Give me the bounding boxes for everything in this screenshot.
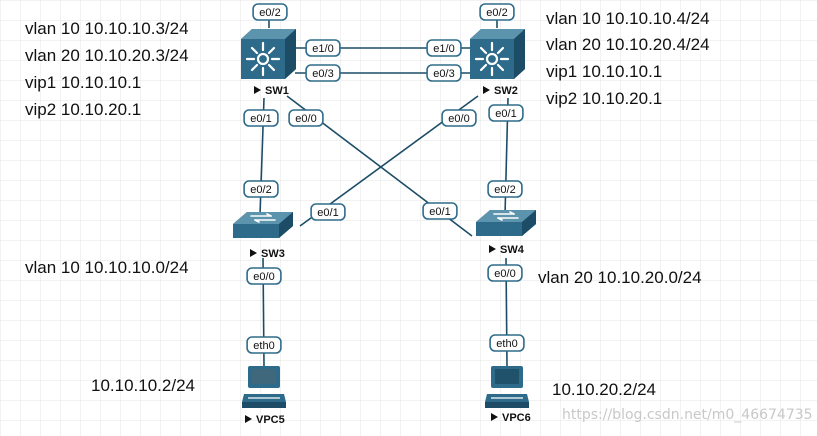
port-name: e0/1 (429, 206, 450, 218)
sw1-vlan10-note: vlan 10 10.10.10.3/24 (25, 19, 189, 38)
device-name: SW4 (500, 244, 525, 256)
port-name: e0/1 (250, 113, 271, 125)
port-name: e1/0 (312, 43, 333, 55)
sw1-vip2-note: vip2 10.10.20.1 (25, 100, 142, 119)
device-label-sw4: SW4 (489, 244, 525, 256)
port-name: e0/1 (495, 108, 516, 120)
device-label-vpc6: VPC6 (491, 412, 531, 424)
port-label-sw4-e00: e0/0 (487, 264, 523, 282)
port-label-sw1-e03: e0/3 (305, 64, 341, 82)
pc-icon[interactable] (485, 366, 529, 408)
switch-icon[interactable] (233, 212, 293, 238)
port-name: e0/0 (448, 113, 469, 125)
port-label-sw3-e01: e0/1 (310, 203, 346, 221)
port-name: eth0 (253, 340, 274, 352)
pc-icon[interactable] (242, 366, 286, 408)
sw2-vlan10-note: vlan 10 10.10.10.4/24 (546, 9, 710, 28)
port-name: e0/0 (295, 113, 316, 125)
port-label-sw1-top: e0/2 (252, 3, 288, 21)
device-label-sw2: SW2 (483, 85, 518, 97)
vpc6-ip-note: 10.10.20.2/24 (552, 380, 656, 399)
multilayer-switch-icon[interactable] (470, 29, 525, 79)
port-label-sw3-e02: e0/2 (243, 180, 279, 198)
port-labels: e0/2 e0/2 e1/0 e1/0 e0/3 e0/3 e0/1 e0/0 e0/0 e0/1… (243, 3, 525, 354)
port-name: e0/0 (253, 271, 274, 283)
device-name: VPC5 (256, 414, 285, 426)
sw1-vlan20-note: vlan 20 10.10.20.3/24 (25, 46, 189, 65)
port-label-sw2-e03: e0/3 (426, 64, 462, 82)
device-label-sw3: SW3 (250, 248, 285, 260)
port-name: e0/1 (317, 207, 338, 219)
port-label-sw2-top: e0/2 (479, 3, 515, 21)
port-label-sw3-e00: e0/0 (246, 267, 282, 285)
port-name: e0/0 (494, 268, 515, 280)
sw2-vlan20-note: vlan 20 10.10.20.4/24 (546, 35, 710, 54)
sw2-vip2-note: vip2 10.10.20.1 (546, 89, 663, 108)
sw2-vip1-note: vip1 10.10.10.1 (546, 62, 663, 81)
port-label-vpc5-eth0: eth0 (246, 336, 282, 354)
multilayer-switch-icon[interactable] (241, 29, 296, 79)
port-label-sw4-e01: e0/1 (422, 202, 458, 220)
sw4-vlan-note: vlan 20 10.10.20.0/24 (538, 268, 702, 287)
port-label-sw1-e00: e0/0 (288, 109, 324, 127)
device-label-vpc5: VPC5 (245, 414, 285, 426)
port-name: e0/3 (433, 68, 454, 80)
sw1-vip1-note: vip1 10.10.10.1 (25, 73, 142, 92)
port-label-sw2-e01: e0/1 (488, 104, 524, 122)
port-label-sw4-e02: e0/2 (487, 180, 523, 198)
port-label-sw2-e10: e1/0 (426, 39, 462, 57)
port-label-sw1-e01: e0/1 (243, 109, 279, 127)
port-name: e0/2 (259, 7, 280, 19)
port-label-vpc6-eth0: eth0 (489, 334, 525, 352)
port-name: e0/2 (486, 7, 507, 19)
switch-icon[interactable] (476, 210, 536, 236)
device-name: SW3 (261, 248, 285, 260)
port-label-sw1-e10: e1/0 (305, 39, 341, 57)
port-name: eth0 (496, 338, 517, 350)
watermark: https://blog.csdn.net/m0_46674735 (562, 407, 813, 423)
device-name: SW2 (494, 85, 518, 97)
vpc5-ip-note: 10.10.10.2/24 (91, 376, 195, 395)
port-name: e0/2 (494, 184, 515, 196)
port-name: e0/3 (312, 68, 333, 80)
device-name: VPC6 (502, 412, 531, 424)
device-name: SW1 (265, 85, 289, 97)
sw3-vlan-note: vlan 10 10.10.10.0/24 (25, 258, 189, 277)
port-name: e1/0 (433, 43, 454, 55)
port-label-sw2-e00: e0/0 (441, 109, 477, 127)
port-name: e0/2 (250, 184, 271, 196)
device-label-sw1: SW1 (254, 85, 289, 97)
